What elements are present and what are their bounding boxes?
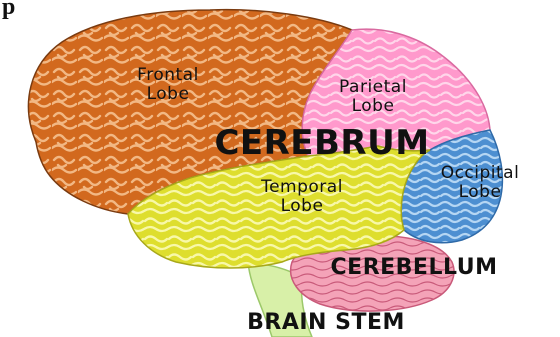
brain-stem-label: BRAIN STEM [210, 311, 442, 336]
clipped-title-fragment: p [2, 0, 15, 21]
temporal-lobe-label-line-2: Lobe [247, 197, 357, 216]
parietal-lobe-label-line-2: Lobe [323, 97, 423, 116]
frontal-lobe-label-line-1: Frontal [112, 66, 224, 85]
frontal-lobe-label-line-2: Lobe [112, 85, 224, 104]
parietal-lobe-label: Parietal Lobe [323, 78, 423, 116]
temporal-lobe-label-line-1: Temporal [247, 178, 357, 197]
occipital-lobe-label: Occipital Lobe [424, 164, 536, 202]
cerebellum-label: CEREBELLUM [298, 256, 530, 281]
parietal-lobe-label-line-1: Parietal [323, 78, 423, 97]
frontal-lobe-label: Frontal Lobe [112, 66, 224, 104]
occipital-lobe-label-line-1: Occipital [424, 164, 536, 183]
temporal-lobe-label: Temporal Lobe [247, 178, 357, 216]
cerebrum-label: CEREBRUM [198, 124, 446, 162]
occipital-lobe-label-line-2: Lobe [424, 183, 536, 202]
